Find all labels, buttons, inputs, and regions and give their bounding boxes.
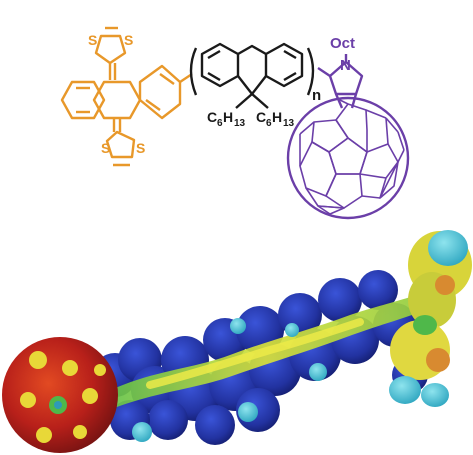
fullerene-c60 [286,96,410,220]
chemical-structure: S S S S n C 6 H [60,26,410,220]
surface-donor-end [389,230,472,407]
electrostatic-surface [2,230,472,453]
sulfur-label-2: S [124,32,133,48]
hexyl-label-left: C 6 H 13 [207,109,246,129]
svg-text:6: 6 [217,118,223,129]
svg-text:C: C [256,109,266,125]
surface-yellow-stripe [146,318,364,389]
svg-text:H: H [223,109,233,125]
surface-cyan-spots [132,318,327,442]
surface-fullerene-ball [2,337,118,453]
svg-text:H: H [272,109,282,125]
acceptor-unit [317,54,364,109]
svg-text:C: C [207,109,217,125]
hexyl-label-right: C 6 H 13 [256,109,295,129]
sulfur-label-3: S [101,140,110,156]
donor-unit [60,26,193,167]
svg-text:13: 13 [283,118,295,129]
fluorene-bridge [189,42,315,109]
svg-text:13: 13 [234,118,246,129]
repeat-n-label: n [312,87,321,104]
svg-text:6: 6 [266,118,272,129]
nitrogen-label: N [340,57,351,74]
octyl-label: Oct [330,35,355,52]
sulfur-label-1: S [88,32,97,48]
sulfur-label-4: S [136,140,145,156]
